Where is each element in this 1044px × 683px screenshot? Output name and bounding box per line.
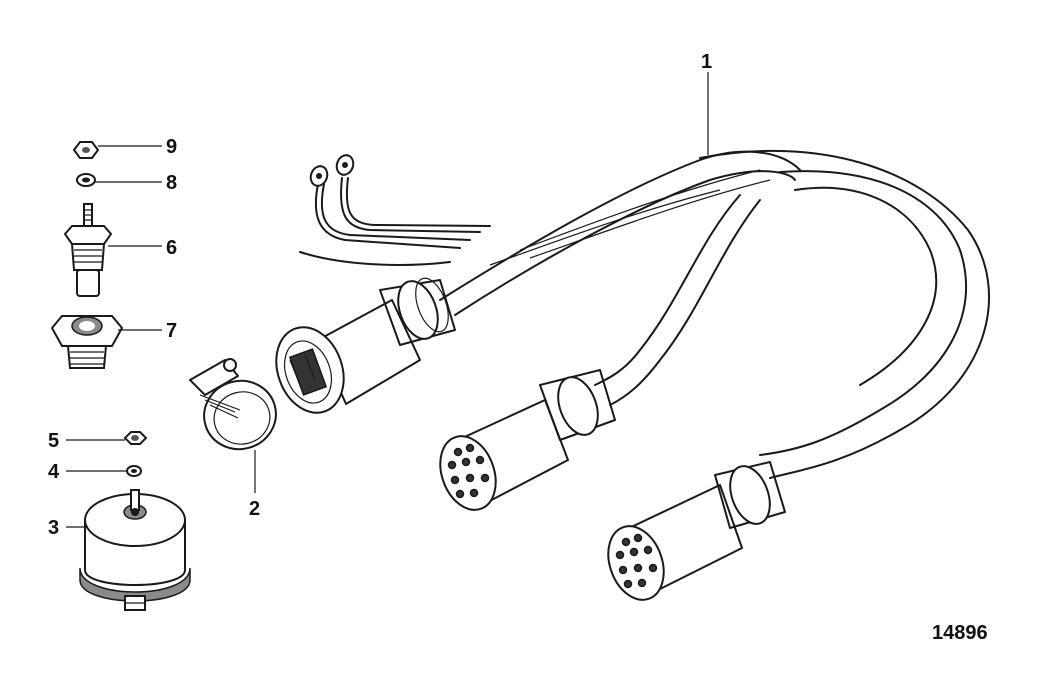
callout-7: 7	[166, 320, 177, 342]
hose-clamp	[189, 358, 277, 451]
hex-nut	[72, 141, 100, 159]
temperature-sender	[63, 203, 113, 297]
callout-8: 8	[166, 172, 177, 194]
washer	[76, 173, 96, 187]
hex-nut-small	[123, 431, 148, 445]
harness-connector-lower	[607, 461, 786, 601]
callout-5: 5	[48, 430, 59, 452]
ring-terminal-leads	[299, 154, 491, 266]
wiring-harness	[275, 149, 990, 601]
pressure-sensor	[79, 489, 191, 611]
callout-6: 6	[166, 237, 177, 259]
harness-connector-middle	[439, 369, 616, 511]
main-harness-plug	[275, 277, 456, 414]
callout-9: 9	[166, 136, 177, 158]
figure-number: 14896	[932, 622, 988, 644]
callout-4: 4	[48, 461, 60, 483]
callout-1: 1	[701, 51, 712, 73]
callout-3: 3	[48, 517, 59, 539]
leader-lines	[66, 72, 709, 528]
callout-2: 2	[249, 498, 260, 520]
adapter-fitting	[50, 315, 124, 369]
lock-washer	[126, 465, 142, 477]
callout-labels: 1 2 3 4 5 6 7 8 9	[48, 51, 712, 539]
